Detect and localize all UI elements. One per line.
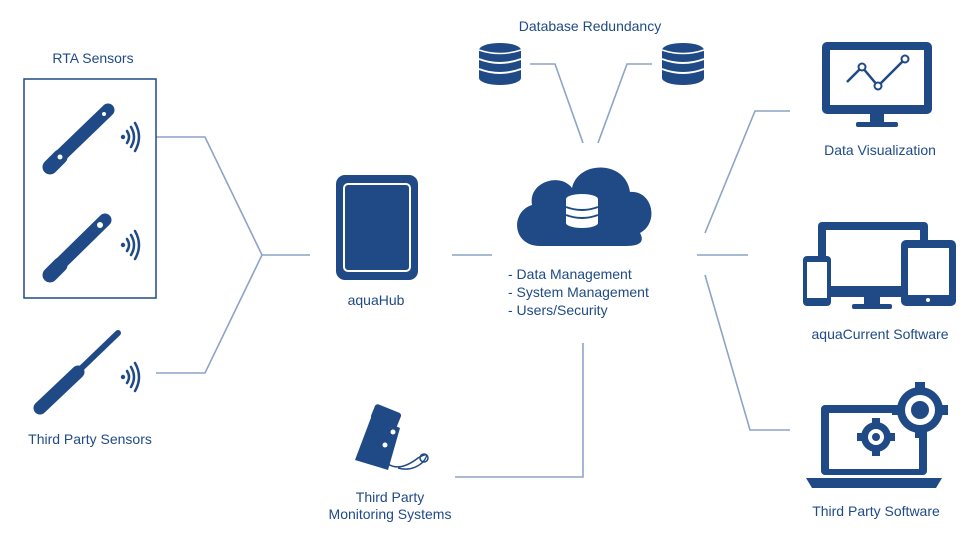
database-redundancy-label: Database Redundancy <box>518 18 662 34</box>
database-icon <box>661 43 705 85</box>
wireless-signal-icon <box>120 229 141 261</box>
multi-device-icon <box>803 222 956 309</box>
cloud-feature-item: - System Management <box>508 284 649 300</box>
probe-sensor-icon <box>42 103 115 175</box>
monitoring-probe-icon <box>355 404 429 470</box>
tablet-hub-icon <box>336 175 418 280</box>
connector-lines <box>156 63 790 478</box>
rta-sensors-box <box>23 78 157 299</box>
cloud-feature-item: - Data Management <box>508 266 632 282</box>
rta-sensors-label: RTA Sensors <box>52 50 134 66</box>
third-party-monitoring-label-line2: Monitoring Systems <box>328 506 452 522</box>
aquacurrent-software-label: aquaCurrent Software <box>811 326 949 342</box>
cloud-features-list: - Data Management - System Management - … <box>508 265 649 319</box>
probe-sensor-icon <box>42 213 112 283</box>
database-icon <box>478 43 522 85</box>
cloud-feature-item: - Users/Security <box>508 302 608 318</box>
wireless-signal-icon <box>120 361 141 393</box>
wireless-signal-icon <box>120 121 141 153</box>
third-party-monitoring-label-line1: Third Party <box>355 489 425 505</box>
data-visualization-label: Data Visualization <box>824 142 936 158</box>
cloud-database-icon <box>517 167 652 246</box>
probe-sensor-icon <box>33 330 121 415</box>
third-party-sensors-label: Third Party Sensors <box>28 431 152 447</box>
aquahub-label: aquaHub <box>347 292 405 308</box>
line-chart-monitor-icon <box>822 42 932 127</box>
third-party-software-label: Third Party Software <box>812 503 940 519</box>
laptop-gears-icon <box>806 382 948 488</box>
